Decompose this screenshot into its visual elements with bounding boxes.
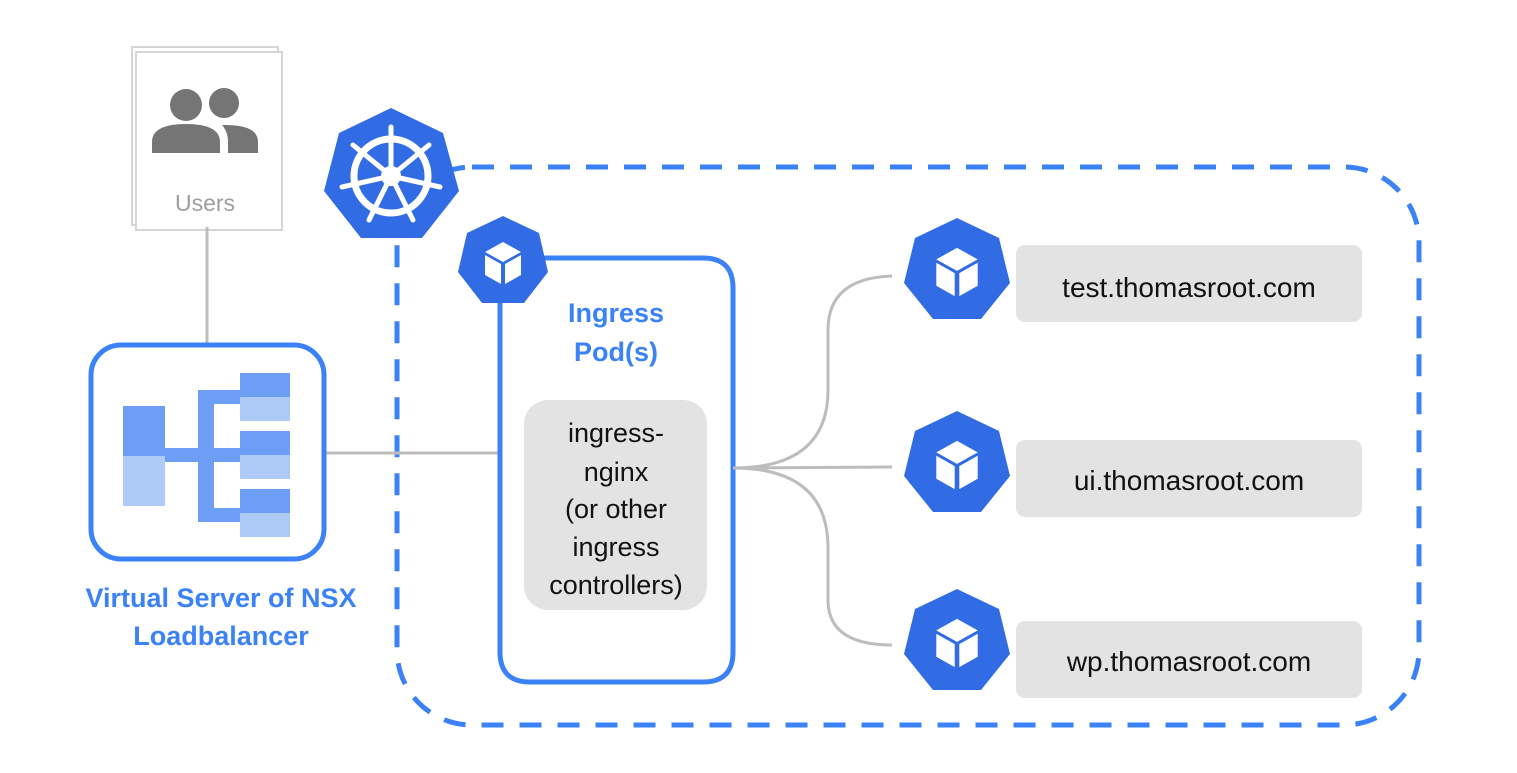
ingress-controller-line: (or other (565, 494, 667, 524)
load-balancer-icon (123, 373, 290, 537)
ingress-controller-box (524, 400, 707, 610)
load-balancer-label-line1: Virtual Server of NSX (85, 583, 356, 613)
ingress-to-ui-connector (732, 465, 893, 470)
host-label: test.thomasroot.com (1062, 272, 1316, 303)
ingress-controller-line: ingress (572, 532, 659, 562)
kubernetes-helm-icon (324, 108, 459, 238)
ingress-controller-line: nginx (584, 457, 649, 487)
service-test: test.thomasroot.com (904, 218, 1362, 322)
pod-cube-icon (904, 589, 1010, 690)
load-balancer-label-line2: Loadbalancer (133, 621, 309, 651)
host-box (1016, 245, 1362, 322)
host-label: ui.thomasroot.com (1074, 465, 1304, 496)
pod-cube-icon (904, 411, 1010, 512)
users-node: Users (131, 46, 283, 231)
ingress-title-line1: Ingress (568, 298, 664, 328)
ingress-controller-line: controllers) (549, 570, 683, 600)
ingress-to-test-connector (732, 274, 893, 470)
users-label: Users (175, 190, 235, 216)
ingress-to-wp-connector (732, 466, 893, 647)
pod-cube-icon (904, 218, 1010, 319)
host-box (1016, 440, 1362, 517)
service-wp: wp.thomasroot.com (904, 589, 1362, 698)
host-label: wp.thomasroot.com (1066, 646, 1311, 677)
ingress-pod-icon (458, 216, 548, 303)
service-ui: ui.thomasroot.com (904, 411, 1362, 517)
ingress-title-line2: Pod(s) (574, 337, 658, 367)
ingress-controller-line: ingress- (568, 418, 664, 448)
host-box (1016, 621, 1362, 698)
cluster-boundary (394, 164, 1422, 728)
people-icon (152, 88, 258, 153)
load-balancer-node (88, 342, 327, 562)
ingress-pod-node: Ingress Pod(s) ingress- nginx (or other … (458, 216, 736, 685)
